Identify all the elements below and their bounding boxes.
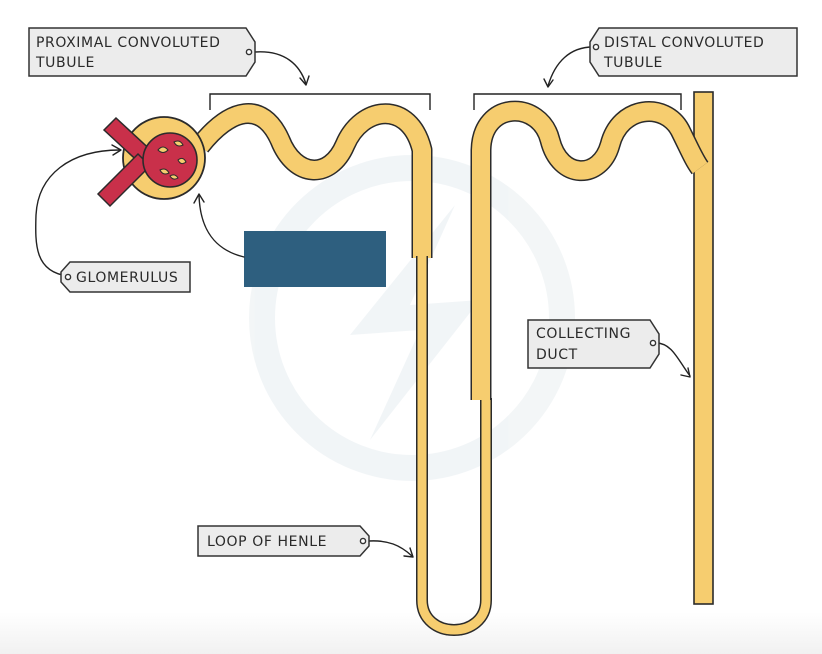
- page-bottom-shade: [0, 612, 822, 654]
- loop-label: LOOP OF HENLE: [207, 534, 327, 550]
- hidden-label-box: [244, 231, 386, 287]
- pointer-proximal: [254, 51, 310, 86]
- distal-label-line1: DISTAL CONVOLUTED: [604, 35, 764, 51]
- glomerulus-label: GLOMERULUS: [76, 270, 178, 286]
- proximal-label-line1: PROXIMAL CONVOLUTED: [36, 35, 220, 51]
- pointer-distal: [543, 46, 594, 88]
- collecting-label-line2: DUCT: [536, 347, 578, 363]
- pointer-capsule: [193, 193, 245, 258]
- label-glomerulus: GLOMERULUS: [60, 261, 191, 293]
- loop-of-henle: [416, 256, 492, 636]
- label-collecting-duct: COLLECTING DUCT: [527, 319, 660, 369]
- pointer-loop: [368, 540, 414, 558]
- distal-label-line2: TUBULE: [603, 55, 663, 71]
- glomerulus-blood-vessels: [96, 116, 198, 208]
- collecting-duct: [693, 91, 714, 605]
- label-loop-of-henle: LOOP OF HENLE: [197, 525, 370, 557]
- label-distal-convoluted-tubule: DISTAL CONVOLUTED TUBULE: [589, 27, 798, 77]
- distal-bracket: [473, 93, 682, 110]
- label-proximal-convoluted-tubule: PROXIMAL CONVOLUTED TUBULE: [28, 27, 256, 77]
- collecting-label-line1: COLLECTING: [536, 326, 631, 342]
- proximal-bracket: [209, 93, 431, 110]
- distal-convoluted-tubule: [470, 100, 709, 400]
- pointer-glomerulus: [35, 144, 122, 277]
- proximal-label-line2: TUBULE: [35, 55, 95, 71]
- proximal-convoluted-tubule: [191, 103, 433, 258]
- pointer-collecting: [655, 342, 691, 378]
